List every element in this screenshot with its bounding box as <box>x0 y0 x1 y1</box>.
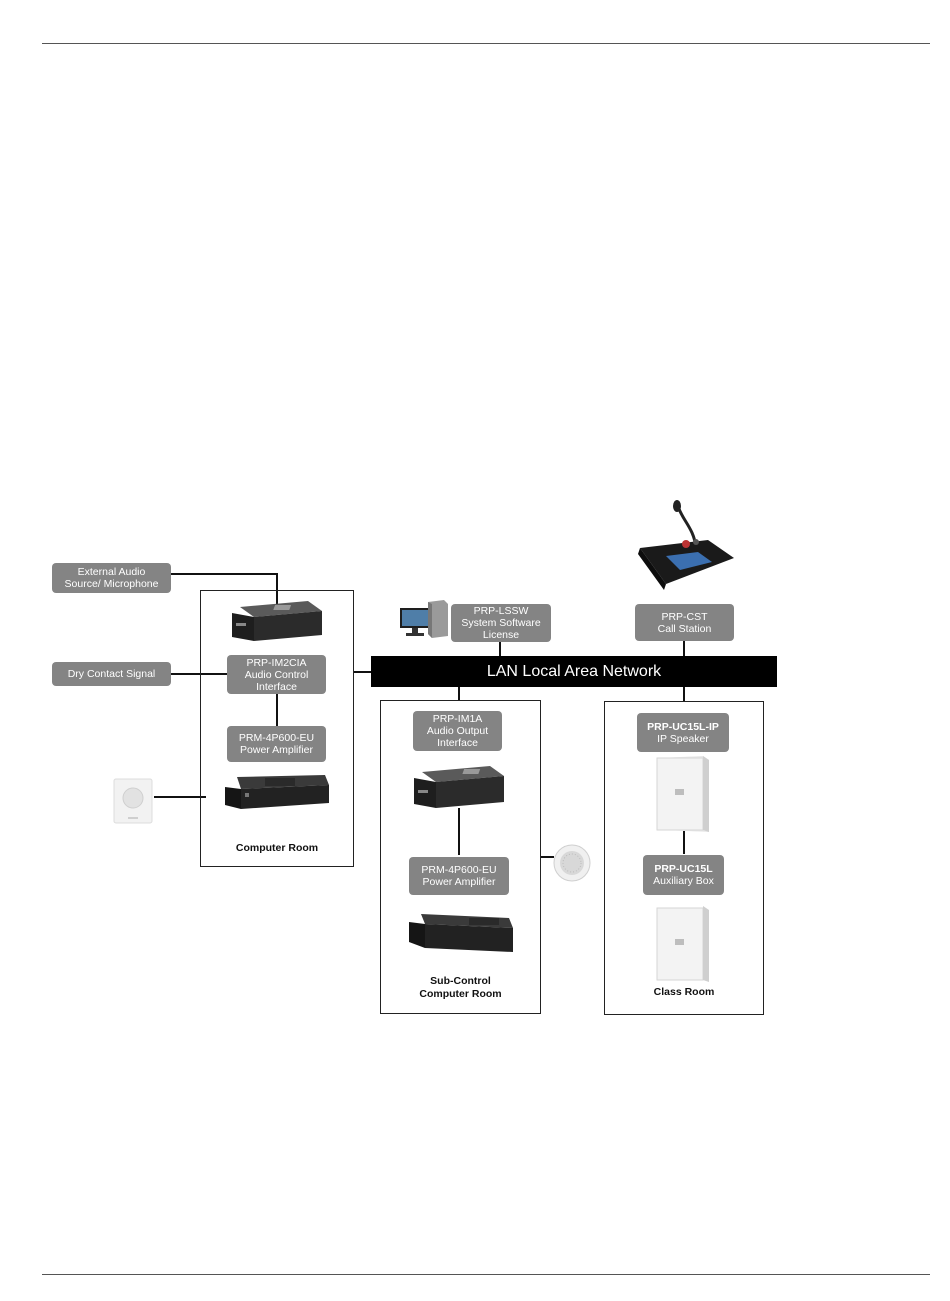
power-amplifier-mid-icon <box>409 914 513 952</box>
caption-line: Computer Room <box>235 842 319 854</box>
auxiliary-box-cabinet-icon <box>656 906 709 982</box>
label-line: PRP-CST <box>661 610 708 623</box>
audio-interface-device-icon <box>232 601 322 641</box>
label-line: PRP-UC15L <box>654 863 713 875</box>
power-amplifier-left-icon <box>225 775 329 809</box>
caption-line: Computer Room <box>419 988 502 1000</box>
label-line: PRP-IM1A <box>432 713 483 725</box>
label-line: Interface <box>256 680 297 693</box>
header-rule <box>42 43 930 44</box>
caption-sub-control-room: Sub-Control Computer Room <box>380 975 541 1001</box>
ip-speaker-cabinet-icon <box>656 756 709 832</box>
label-line: Power Amplifier <box>240 744 313 756</box>
caption-computer-room: Computer Room <box>200 842 354 855</box>
label-prp-cst: PRP-CST Call Station <box>635 604 734 641</box>
label-line: License <box>482 629 520 641</box>
computer-workstation-icon <box>400 600 448 638</box>
label-prp-uc15l-ip: PRP-UC15L-IP IP Speaker <box>637 713 729 752</box>
label-line: Audio Output <box>426 725 489 737</box>
label-prm-4p600-mid: PRM-4P600-EU Power Amplifier <box>409 857 509 895</box>
label-line: PRP-LSSW <box>473 605 529 617</box>
label-line: Source/ Microphone <box>64 578 159 590</box>
label-line: Power Amplifier <box>422 876 496 888</box>
label-external-audio: External Audio Source/ Microphone <box>52 563 171 593</box>
label-line: External Audio <box>77 566 146 578</box>
footer-rule <box>42 1274 930 1275</box>
label-line: Dry Contact Signal <box>67 668 156 680</box>
label-prm-4p600-left: PRM-4P600-EU Power Amplifier <box>227 726 326 762</box>
label-line: System Software <box>461 617 541 629</box>
label-line: PRM-4P600-EU <box>421 864 497 876</box>
label-line: Audio Control <box>244 668 309 681</box>
label-line: PRM-4P600-EU <box>238 732 315 744</box>
class-room-frame <box>604 701 764 1015</box>
label-prp-uc15l-aux: PRP-UC15L Auxiliary Box <box>643 855 724 895</box>
label-prp-im2cia: PRP-IM2CIA Audio Control Interface <box>227 655 326 694</box>
wall-speaker-icon <box>113 778 153 824</box>
caption-line: Sub-Control <box>430 975 491 987</box>
ceiling-speaker-icon <box>553 844 591 882</box>
label-prp-lssw: PRP-LSSW System Software License <box>451 604 551 642</box>
label-line: PRP-IM2CIA <box>246 656 307 669</box>
label-line: PRP-UC15L-IP <box>647 720 719 733</box>
sub-control-room-frame <box>380 700 541 1014</box>
label-prp-im1a: PRP-IM1A Audio Output Interface <box>413 711 502 751</box>
audio-output-interface-device-icon <box>414 766 504 808</box>
label-dry-contact: Dry Contact Signal <box>52 662 171 686</box>
label-line: Call Station <box>657 622 712 635</box>
label-line: Auxiliary Box <box>653 875 714 887</box>
caption-class-room: Class Room <box>604 986 764 999</box>
computer-room-frame <box>200 590 354 867</box>
caption-line: Class Room <box>653 986 715 998</box>
label-line: IP Speaker <box>657 732 709 745</box>
call-station-microphone-icon <box>638 500 734 590</box>
lan-bar: LAN Local Area Network <box>371 656 777 687</box>
label-line: Interface <box>437 737 478 749</box>
